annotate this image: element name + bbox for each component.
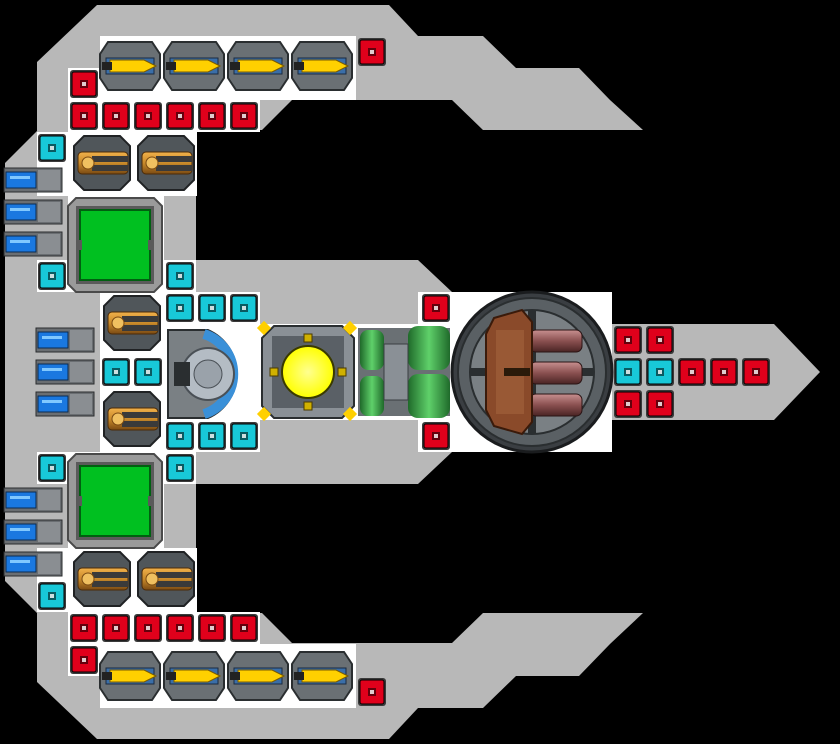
cyan-module-tile[interactable] xyxy=(102,358,130,386)
red-module-tile[interactable] xyxy=(614,326,642,354)
red-module-tile[interactable] xyxy=(646,390,674,418)
missile-pod[interactable] xyxy=(163,651,225,701)
red-module-tile[interactable] xyxy=(198,102,226,130)
engine-thruster[interactable] xyxy=(35,327,95,353)
missile-pod[interactable] xyxy=(227,41,289,91)
red-module-tile[interactable] xyxy=(198,614,226,642)
cyan-module-tile[interactable] xyxy=(38,262,66,290)
red-module-tile[interactable] xyxy=(230,614,258,642)
missile-pod[interactable] xyxy=(99,41,161,91)
cyan-module-tile[interactable] xyxy=(198,422,226,450)
cyan-module-tile[interactable] xyxy=(166,294,194,322)
red-module-tile[interactable] xyxy=(678,358,706,386)
flak-turret[interactable] xyxy=(73,551,131,607)
cyan-module-tile[interactable] xyxy=(166,262,194,290)
red-module-tile[interactable] xyxy=(614,390,642,418)
missile-pod[interactable] xyxy=(227,651,289,701)
red-module-tile[interactable] xyxy=(70,614,98,642)
red-module-tile[interactable] xyxy=(102,614,130,642)
flak-turret[interactable] xyxy=(73,135,131,191)
flak-turret[interactable] xyxy=(103,391,161,447)
red-module-tile[interactable] xyxy=(134,614,162,642)
red-module-tile[interactable] xyxy=(358,678,386,706)
cyan-module-tile[interactable] xyxy=(198,294,226,322)
main-cannon[interactable] xyxy=(450,290,614,454)
red-module-tile[interactable] xyxy=(710,358,738,386)
engine-thruster[interactable] xyxy=(35,391,95,417)
cyan-module-tile[interactable] xyxy=(646,358,674,386)
engine-thruster[interactable] xyxy=(3,167,63,193)
engine-thruster[interactable] xyxy=(3,519,63,545)
engine-thruster[interactable] xyxy=(3,487,63,513)
engine-thruster[interactable] xyxy=(3,199,63,225)
reactor-core[interactable] xyxy=(256,320,358,422)
missile-pod[interactable] xyxy=(291,41,353,91)
red-module-tile[interactable] xyxy=(742,358,770,386)
red-module-tile[interactable] xyxy=(70,70,98,98)
cyan-module-tile[interactable] xyxy=(38,454,66,482)
red-module-tile[interactable] xyxy=(70,102,98,130)
engine-thruster[interactable] xyxy=(3,551,63,577)
flak-turret[interactable] xyxy=(103,295,161,351)
red-module-tile[interactable] xyxy=(422,294,450,322)
cyan-module-tile[interactable] xyxy=(134,358,162,386)
red-module-tile[interactable] xyxy=(358,38,386,66)
engine-thruster[interactable] xyxy=(35,359,95,385)
engine-thruster[interactable] xyxy=(3,231,63,257)
missile-pod[interactable] xyxy=(291,651,353,701)
cyan-module-tile[interactable] xyxy=(38,134,66,162)
red-module-tile[interactable] xyxy=(646,326,674,354)
modules-layer xyxy=(38,38,770,706)
crew-pod[interactable] xyxy=(167,329,239,419)
shield-room[interactable] xyxy=(67,197,163,293)
cyan-module-tile[interactable] xyxy=(230,422,258,450)
missile-pod[interactable] xyxy=(99,651,161,701)
red-module-tile[interactable] xyxy=(166,614,194,642)
power-conduit xyxy=(358,326,450,418)
cyan-module-tile[interactable] xyxy=(230,294,258,322)
cyan-module-tile[interactable] xyxy=(38,582,66,610)
shield-room[interactable] xyxy=(67,453,163,549)
red-module-tile[interactable] xyxy=(134,102,162,130)
red-module-tile[interactable] xyxy=(70,646,98,674)
red-module-tile[interactable] xyxy=(230,102,258,130)
red-module-tile[interactable] xyxy=(422,422,450,450)
flak-turret[interactable] xyxy=(137,135,195,191)
cyan-module-tile[interactable] xyxy=(614,358,642,386)
cyan-module-tile[interactable] xyxy=(166,422,194,450)
cyan-module-tile[interactable] xyxy=(166,454,194,482)
red-module-tile[interactable] xyxy=(102,102,130,130)
red-module-tile[interactable] xyxy=(166,102,194,130)
systems-layer xyxy=(3,41,614,701)
flak-turret[interactable] xyxy=(137,551,195,607)
missile-pod[interactable] xyxy=(163,41,225,91)
